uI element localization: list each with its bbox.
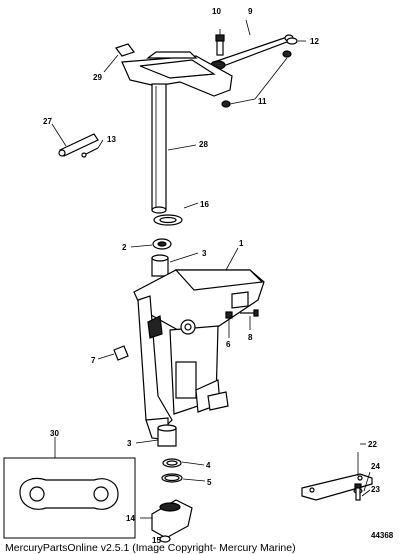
part-23-screw [354, 483, 371, 501]
part-1-swivel-bracket [133, 247, 265, 441]
callout-15: 15 [152, 536, 161, 545]
part-8-bolt [240, 309, 259, 330]
callout-23: 23 [371, 485, 380, 494]
callout-labels: 10 9 12 29 11 27 13 28 16 2 3 1 8 6 7 30… [43, 7, 380, 545]
callout-8: 8 [248, 333, 253, 342]
callout-3-lower: 3 [127, 439, 132, 448]
part-27-pin [51, 123, 99, 157]
callout-22: 22 [368, 440, 377, 449]
part-15-fitting [159, 535, 171, 543]
part-28-steering-tube [151, 83, 197, 214]
part-29-steering-arm [103, 43, 233, 97]
footer-copyright: MercuryPartsOnline v2.5.1 (Image Copyrig… [5, 542, 296, 554]
callout-27: 27 [43, 117, 52, 126]
part-7-bushing [97, 345, 129, 361]
callout-7: 7 [91, 356, 96, 365]
callout-6: 6 [226, 340, 231, 349]
callout-24: 24 [371, 462, 380, 471]
part-16-washer [153, 202, 199, 226]
part-30-gasket-inset [3, 437, 136, 539]
part-11-nuts [221, 50, 292, 108]
part-5-o-ring [161, 473, 206, 483]
callout-30: 30 [50, 429, 59, 438]
callout-5: 5 [207, 478, 212, 487]
callout-10: 10 [212, 7, 221, 16]
callout-16: 16 [200, 200, 209, 209]
callout-9: 9 [248, 7, 253, 16]
part-6-fitting [225, 311, 233, 338]
callout-4: 4 [206, 461, 211, 470]
callout-13: 13 [107, 135, 116, 144]
callout-1: 1 [239, 239, 244, 248]
part-14-lower-yoke [140, 499, 193, 539]
part-3-lower-bushing [135, 424, 177, 447]
callout-3-upper: 3 [202, 249, 207, 258]
part-10-bolt [215, 29, 225, 56]
callout-29: 29 [93, 73, 102, 82]
part-22-plate [301, 443, 373, 501]
callout-12: 12 [310, 37, 319, 46]
part-13-cotter-pin [81, 139, 104, 158]
part-12-washer [286, 37, 306, 45]
callout-14: 14 [126, 514, 135, 523]
callout-11: 11 [258, 97, 267, 106]
part-4-washer [162, 458, 205, 468]
part-3-upper-bushing [151, 252, 199, 277]
part-2-seal [130, 238, 172, 250]
figure-number: 44368 [371, 531, 394, 540]
callout-28: 28 [199, 140, 208, 149]
callout-2: 2 [122, 243, 127, 252]
